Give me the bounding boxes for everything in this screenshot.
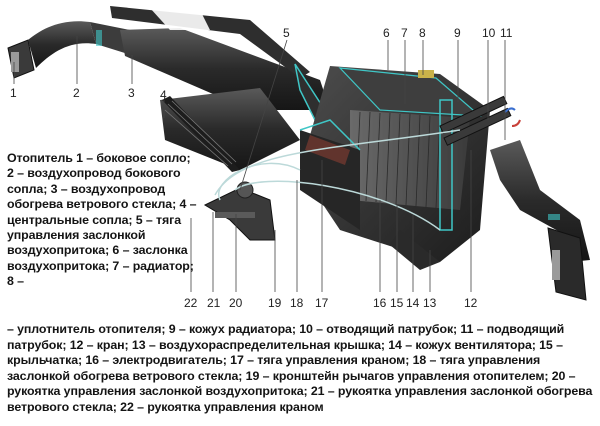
callout-5: 5 [283,26,290,40]
callout-2: 2 [73,86,80,100]
leader-lines [13,36,506,292]
side-nozzle-right [490,140,590,301]
callout-1: 1 [10,86,17,100]
heater-pipes [439,95,521,146]
caption-bottom: – уплотнитель отопителя; 9 – кожух радиа… [7,322,593,414]
callout-7: 7 [401,26,408,40]
callout-10: 10 [482,26,496,40]
callout-16: 16 [373,296,387,310]
callout-8: 8 [419,26,426,40]
caption-left: Отопитель 1 – боковое сопло; 2 – воздухо… [7,151,197,289]
callout-14: 14 [406,296,420,310]
callout-19: 19 [268,296,282,310]
control-bracket [203,181,276,241]
callout-17: 17 [315,296,329,310]
callout-11: 11 [500,26,513,40]
flow-in-arrow-icon [511,119,521,127]
callout-18: 18 [290,296,304,310]
callout-22: 22 [184,296,198,310]
side-nozzle-left [7,21,96,79]
central-nozzles [160,88,300,172]
callout-12: 12 [464,296,478,310]
callout-20: 20 [229,296,243,310]
callout-4: 4 [160,88,167,102]
callout-9: 9 [454,26,461,40]
callout-6: 6 [383,26,390,40]
callout-3: 3 [128,86,135,100]
heater-housing [299,66,490,270]
callout-13: 13 [423,296,437,310]
callout-21: 21 [207,296,221,310]
control-rods [214,129,461,231]
flow-out-arrow-icon [504,107,516,113]
callout-15: 15 [390,296,404,310]
